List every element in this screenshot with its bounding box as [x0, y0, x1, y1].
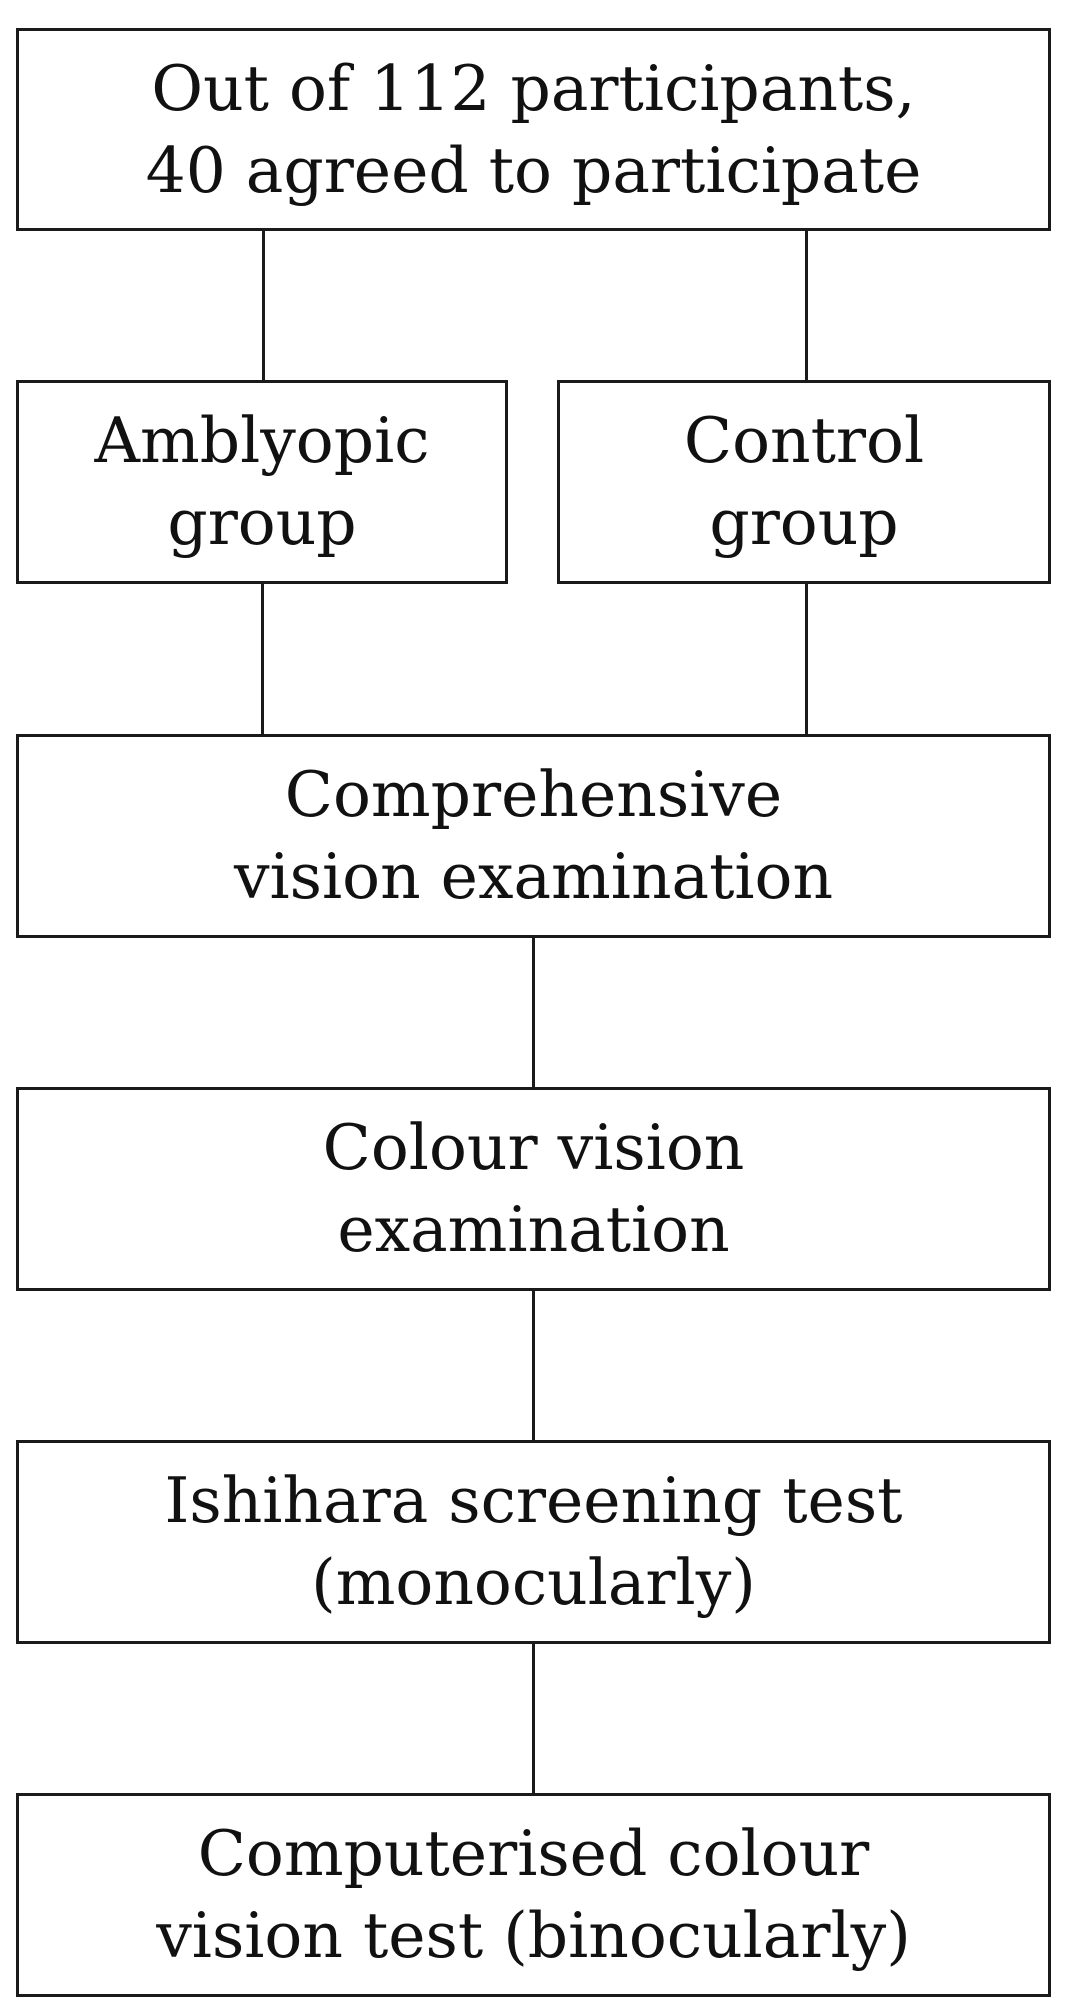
recruitment-text: Out of 112 participants, 40 agreed to pa… — [146, 48, 922, 212]
comprehensive-exam-text: Comprehensive vision examination — [234, 754, 833, 918]
control-group-box: Control group — [557, 380, 1051, 584]
connector-comprehensive-to-colour — [532, 937, 535, 1090]
colour-vision-exam-box: Colour vision examination — [16, 1087, 1051, 1291]
control-group-text: Control group — [684, 400, 924, 564]
connector-recruitment-to-amblyopic — [262, 230, 265, 382]
comprehensive-exam-line-2: vision examination — [233, 840, 834, 913]
amblyopic-group-line-1: Amblyopic — [94, 404, 430, 477]
computerised-test-line-2: vision test (binocularly) — [156, 1899, 911, 1972]
connector-ishihara-to-computerised — [532, 1643, 535, 1796]
control-group-line-1: Control — [683, 404, 925, 477]
recruitment-line-1: Out of 112 participants, — [151, 51, 916, 125]
computerised-test-line-1: Computerised colour — [197, 1817, 870, 1890]
ishihara-test-box: Ishihara screening test (monocularly) — [16, 1440, 1051, 1644]
computerised-test-text: Computerised colour vision test (binocul… — [156, 1813, 911, 1977]
recruitment-box: Out of 112 participants, 40 agreed to pa… — [16, 28, 1051, 231]
ishihara-test-line-2: (monocularly) — [311, 1546, 756, 1619]
connector-recruitment-to-control — [805, 230, 808, 382]
comprehensive-exam-box: Comprehensive vision examination — [16, 734, 1051, 938]
connector-colour-to-ishihara — [532, 1290, 535, 1442]
colour-vision-exam-line-2: examination — [337, 1193, 730, 1266]
computerised-test-box: Computerised colour vision test (binocul… — [16, 1793, 1051, 1997]
colour-vision-exam-text: Colour vision examination — [323, 1107, 745, 1271]
colour-vision-exam-line-1: Colour vision — [322, 1111, 745, 1184]
connector-control-to-comprehensive — [805, 582, 808, 736]
ishihara-test-text: Ishihara screening test (monocularly) — [165, 1460, 903, 1624]
ishihara-test-line-1: Ishihara screening test — [164, 1464, 903, 1537]
amblyopic-group-line-2: group — [167, 486, 357, 559]
amblyopic-group-box: Amblyopic group — [16, 380, 508, 584]
amblyopic-group-text: Amblyopic group — [95, 400, 430, 564]
recruitment-line-2: 40 agreed to participate — [145, 133, 922, 207]
comprehensive-exam-line-1: Comprehensive — [284, 758, 783, 831]
control-group-line-2: group — [709, 486, 899, 559]
connector-amblyopic-to-comprehensive — [261, 582, 264, 736]
